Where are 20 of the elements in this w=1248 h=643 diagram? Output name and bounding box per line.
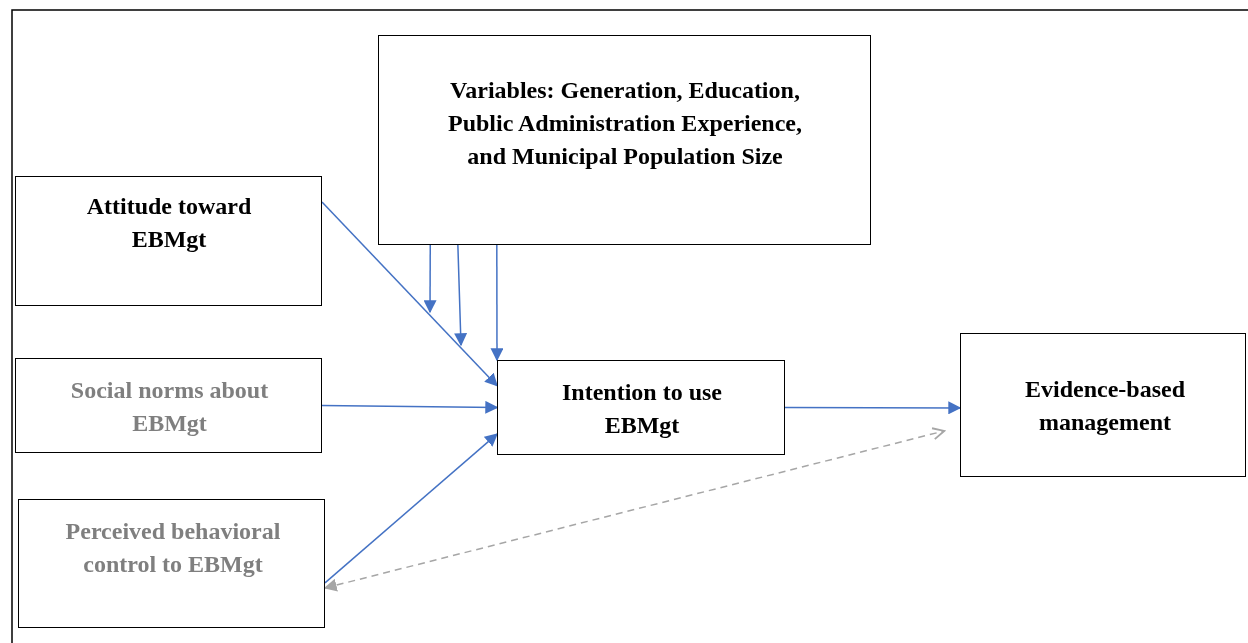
- box-label: Attitude toward EBMgt: [85, 192, 253, 254]
- box-label: Social norms about EBMgt: [69, 376, 270, 438]
- arrow: [321, 400, 499, 414]
- concept-box: [18, 499, 325, 628]
- arrow: [784, 401, 962, 415]
- concept-box: [497, 360, 785, 455]
- arrow: [323, 427, 946, 592]
- concept-box: [960, 333, 1246, 477]
- box-label: Variables: Generation, Education, Public Administration Experience, and Municipal Population Size: [447, 76, 803, 171]
- box-label: Perceived behavioral control to EBMgt: [64, 517, 282, 579]
- concept-box: [15, 358, 322, 453]
- concept-box: [378, 35, 871, 245]
- box-label: Evidence-based management: [1024, 375, 1186, 437]
- arrow: [321, 201, 498, 387]
- arrow: [490, 244, 504, 362]
- concept-box: [15, 176, 322, 306]
- arrow: [454, 244, 468, 347]
- arrow: [324, 433, 498, 584]
- box-label: Intention to use EBMgt: [561, 378, 723, 440]
- arrow: [423, 244, 437, 314]
